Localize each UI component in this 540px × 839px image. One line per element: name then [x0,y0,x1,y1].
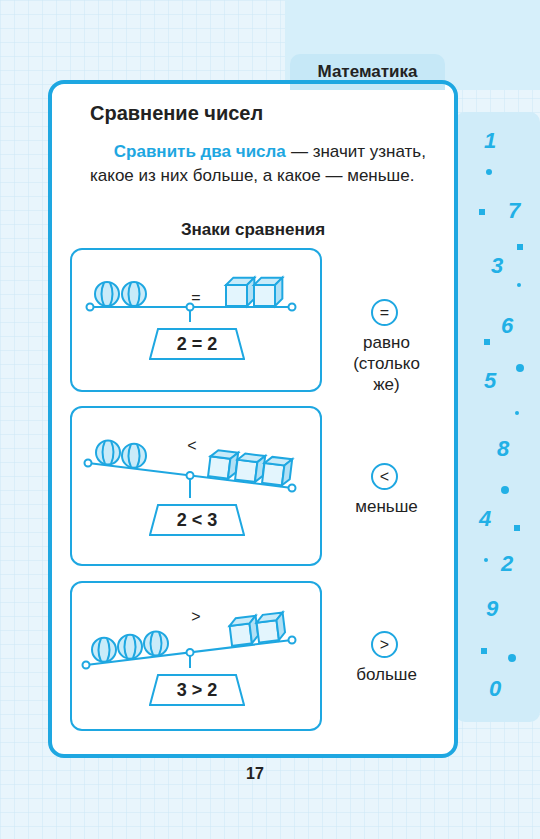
sign-circle: >больше [371,631,398,658]
comparison-sign: = [184,288,208,308]
ball [122,444,146,468]
side-stripe [455,112,540,722]
ball [144,632,168,656]
sign-symbol: = [373,301,396,324]
cube [262,456,292,486]
scale-base: 2 < 3 [149,504,245,536]
decor-digit: 1 [475,128,505,154]
cube [229,616,259,646]
cube [226,278,254,306]
comparison-expression: 3 > 2 [149,674,245,706]
decor-digit: 7 [499,198,529,224]
sign-circle: <меньше [371,463,398,490]
header-band [285,0,540,90]
ball [122,282,146,306]
sign-symbol: < [373,465,396,488]
subject-name: Математика [290,54,445,90]
term-bold: Сравнить два числа [114,142,286,161]
ball [92,638,116,662]
page-number: 17 [240,765,270,783]
scale-base: 3 > 2 [149,674,245,706]
sign-circle: =равно (столько же) [371,299,398,326]
comparison-sign: < [180,436,204,456]
sign-name: равно (столько же) [342,332,432,395]
decor-digit: 8 [488,436,518,462]
decor-digit: 9 [477,596,507,622]
subject-tab: Математика [290,54,445,90]
section-subtitle: Знаки сравнения [52,220,454,240]
scale-panel: <2 < 3 [70,406,322,566]
cube [208,449,238,479]
definition-paragraph: Сравнить два числа— значит узнать, какое… [90,140,452,188]
trapezoid [150,505,244,535]
comparison-expression: 2 = 2 [149,328,245,360]
comparison-sign: > [184,607,208,627]
trapezoid [150,675,244,705]
sign-name: больше [342,664,432,685]
trapezoid [150,329,244,359]
balance-scales [83,278,296,669]
decor-digit: 0 [480,676,510,702]
cube [254,278,282,306]
ball [96,440,120,464]
comparison-expression: 2 < 3 [149,504,245,536]
cube [256,612,286,642]
ball [118,635,142,659]
sign-symbol: > [373,633,396,656]
sign-name: меньше [342,496,432,517]
content-card: Сравнение чиселСравнить два числа— значи… [48,80,458,758]
cube [235,453,265,483]
scale-panel: = 2 = 2 [70,248,322,392]
side-dots [479,169,524,662]
ball [95,282,119,306]
decor-digit: 6 [492,313,522,339]
decor-digit: 4 [470,506,500,532]
card-ground [50,82,456,756]
panel-ground [67,245,317,387]
scale-panel: >3 > 2 [70,581,322,731]
page-title: Сравнение чисел [90,102,263,125]
decor-digit: 2 [492,551,522,577]
decor-digit: 3 [482,253,512,279]
decor-digit: 5 [475,368,505,394]
scale-base: 2 = 2 [149,328,245,360]
